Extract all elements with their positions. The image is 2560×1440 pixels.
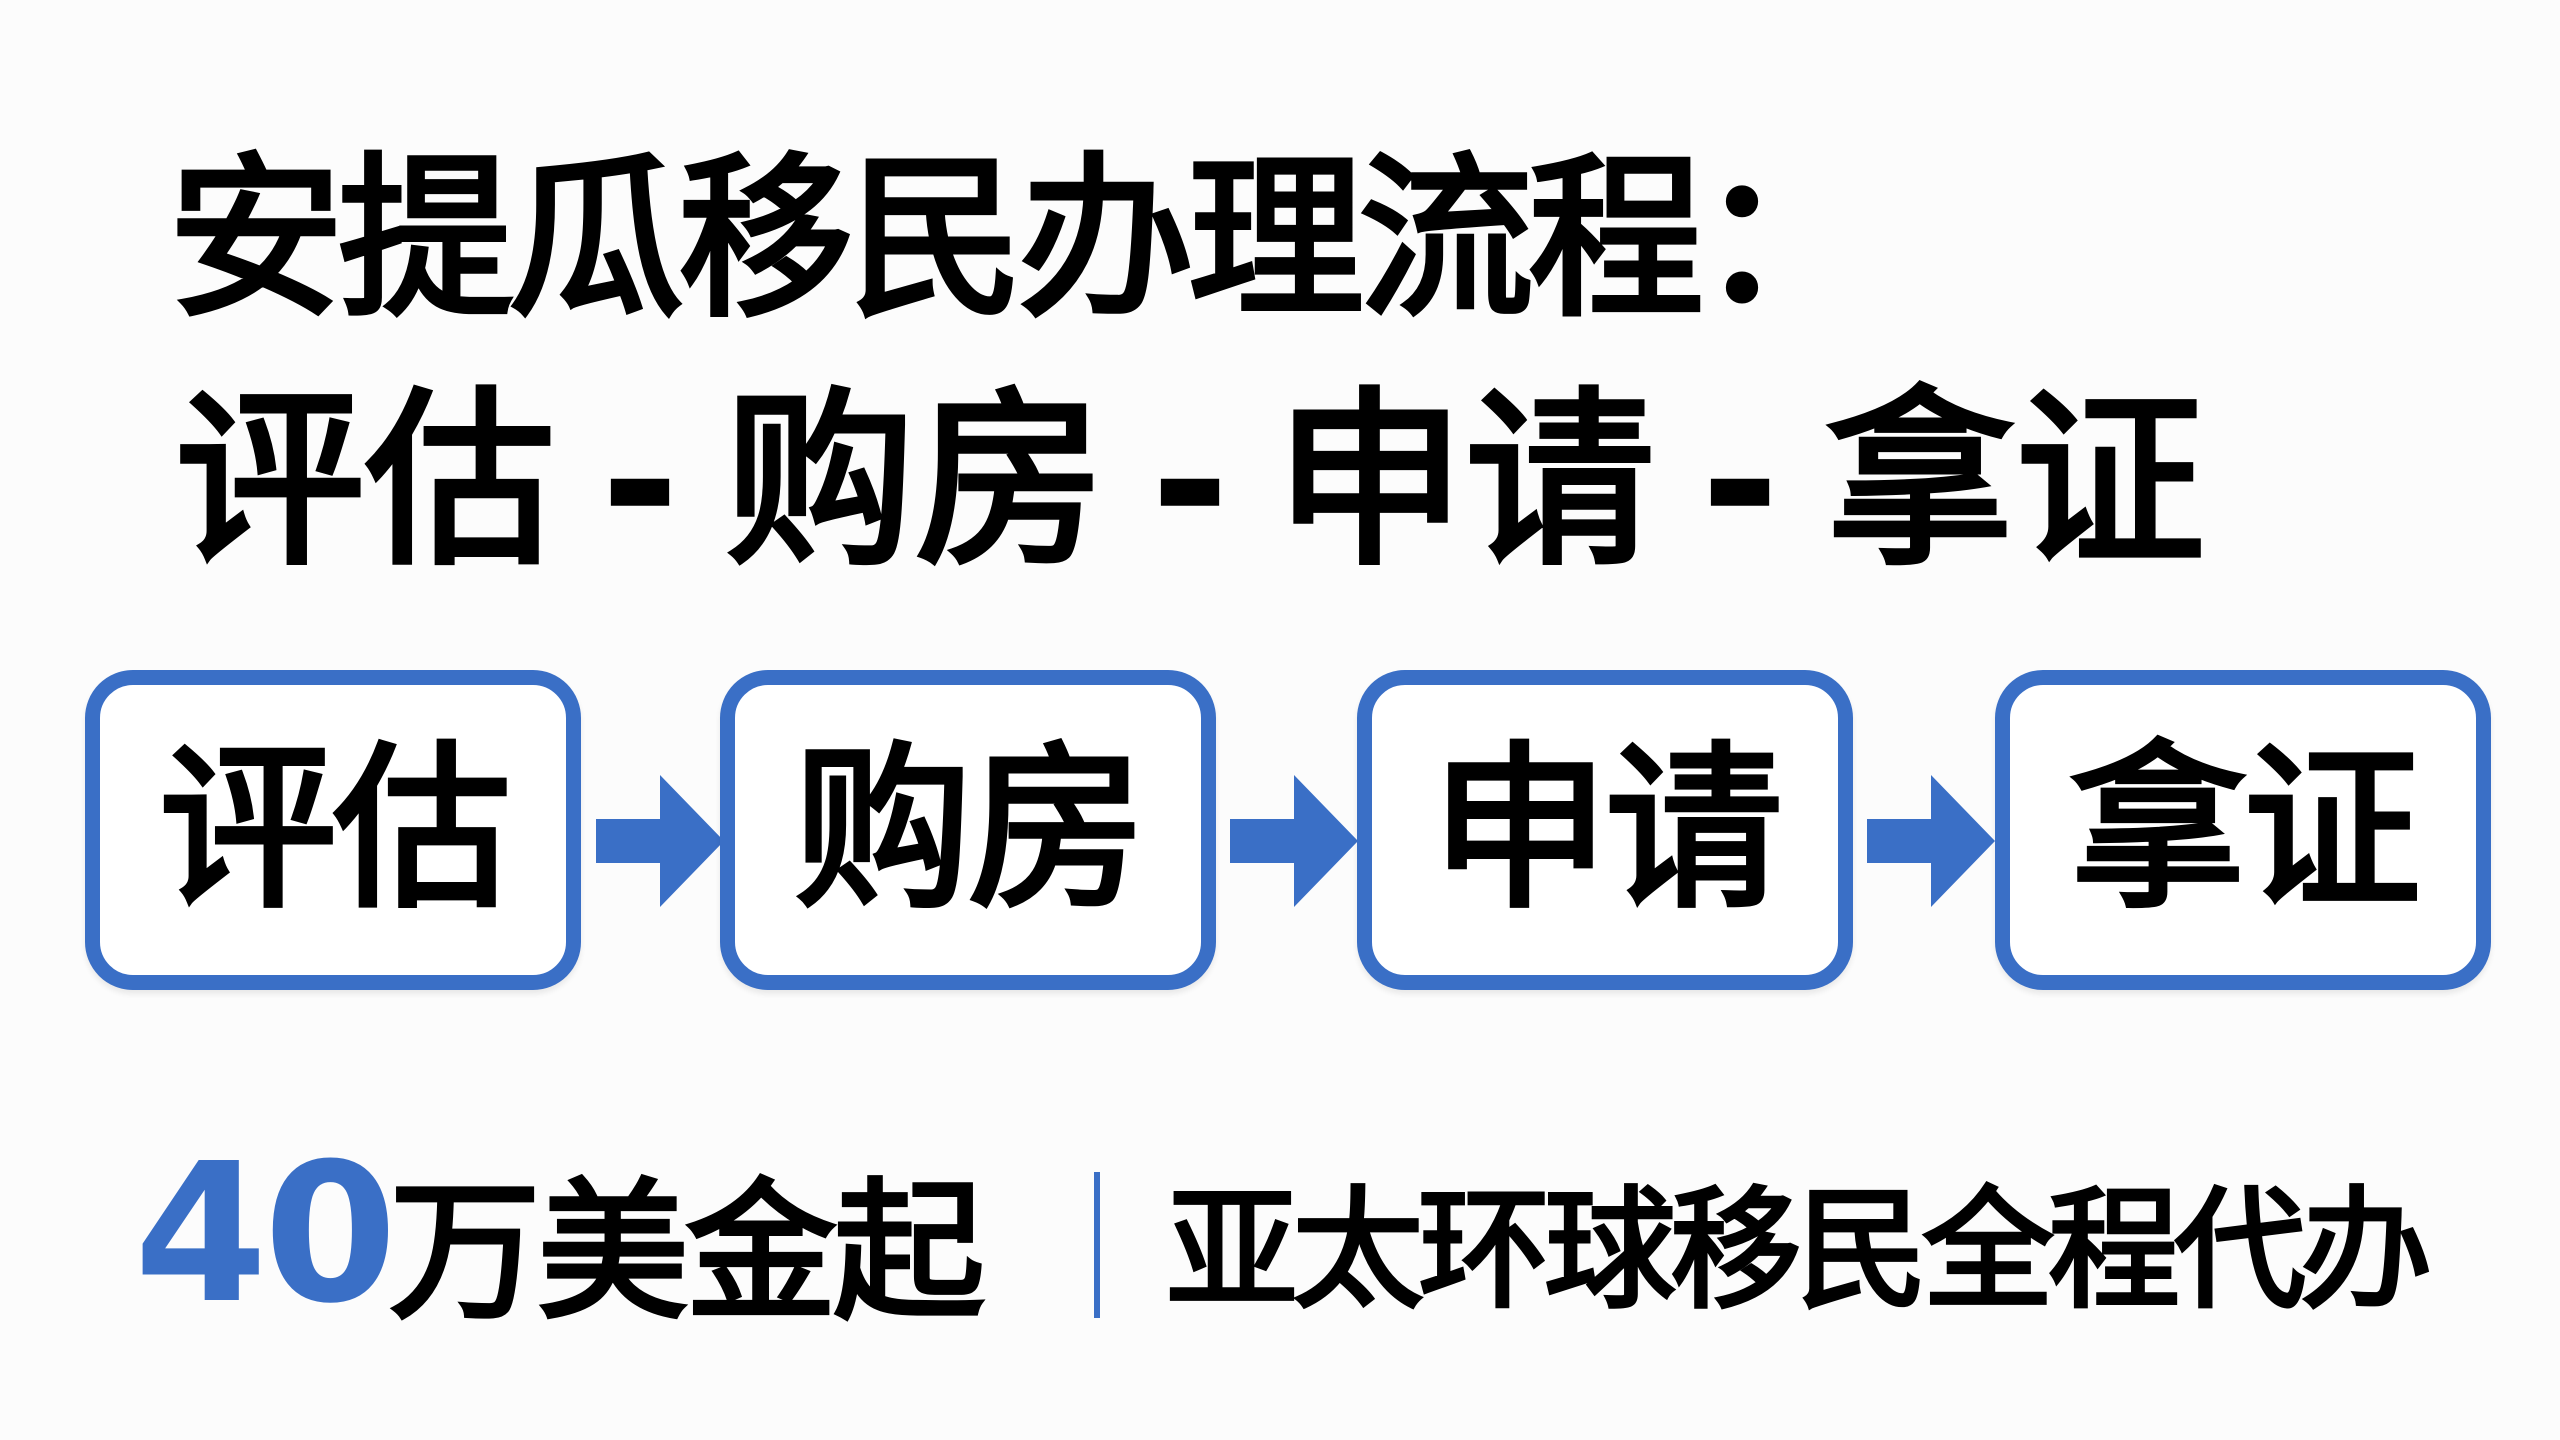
summary-separator: - xyxy=(1700,371,1780,592)
summary-step-assess: 评估 xyxy=(175,371,556,592)
right-arrow-icon xyxy=(1230,775,1358,907)
flow-step-label: 购房 xyxy=(794,726,1146,933)
flow-step-assess: 评估 xyxy=(85,670,581,990)
flow-step-label: 评估 xyxy=(159,726,511,933)
flow-step-purchase: 购房 xyxy=(720,670,1216,990)
divider xyxy=(1094,1172,1100,1318)
flow-step-label: 拿证 xyxy=(2069,726,2421,933)
flow-step-label: 申请 xyxy=(1431,726,1783,933)
right-arrow-icon xyxy=(1867,775,1995,907)
price-number: 40 xyxy=(134,1123,397,1346)
page-title: 安提瓜移民办理流程： xyxy=(168,137,1874,342)
service-provider-text: 亚太环球移民全程代办 xyxy=(1166,1174,2432,1328)
summary-separator: - xyxy=(600,371,680,592)
process-summary: 评估-购房-申请-拿证 xyxy=(175,372,2205,592)
summary-separator: - xyxy=(1150,371,1230,592)
right-arrow-icon xyxy=(596,775,724,907)
flow-step-apply: 申请 xyxy=(1357,670,1853,990)
summary-step-certificate: 拿证 xyxy=(1825,371,2206,592)
price-suffix: 万美金起 xyxy=(389,1164,985,1341)
summary-step-apply: 申请 xyxy=(1275,371,1656,592)
summary-step-purchase: 购房 xyxy=(725,371,1106,592)
flow-step-certificate: 拿证 xyxy=(1995,670,2491,990)
process-flow-diagram: 评估 购房 申请 拿证 xyxy=(0,670,2560,1006)
